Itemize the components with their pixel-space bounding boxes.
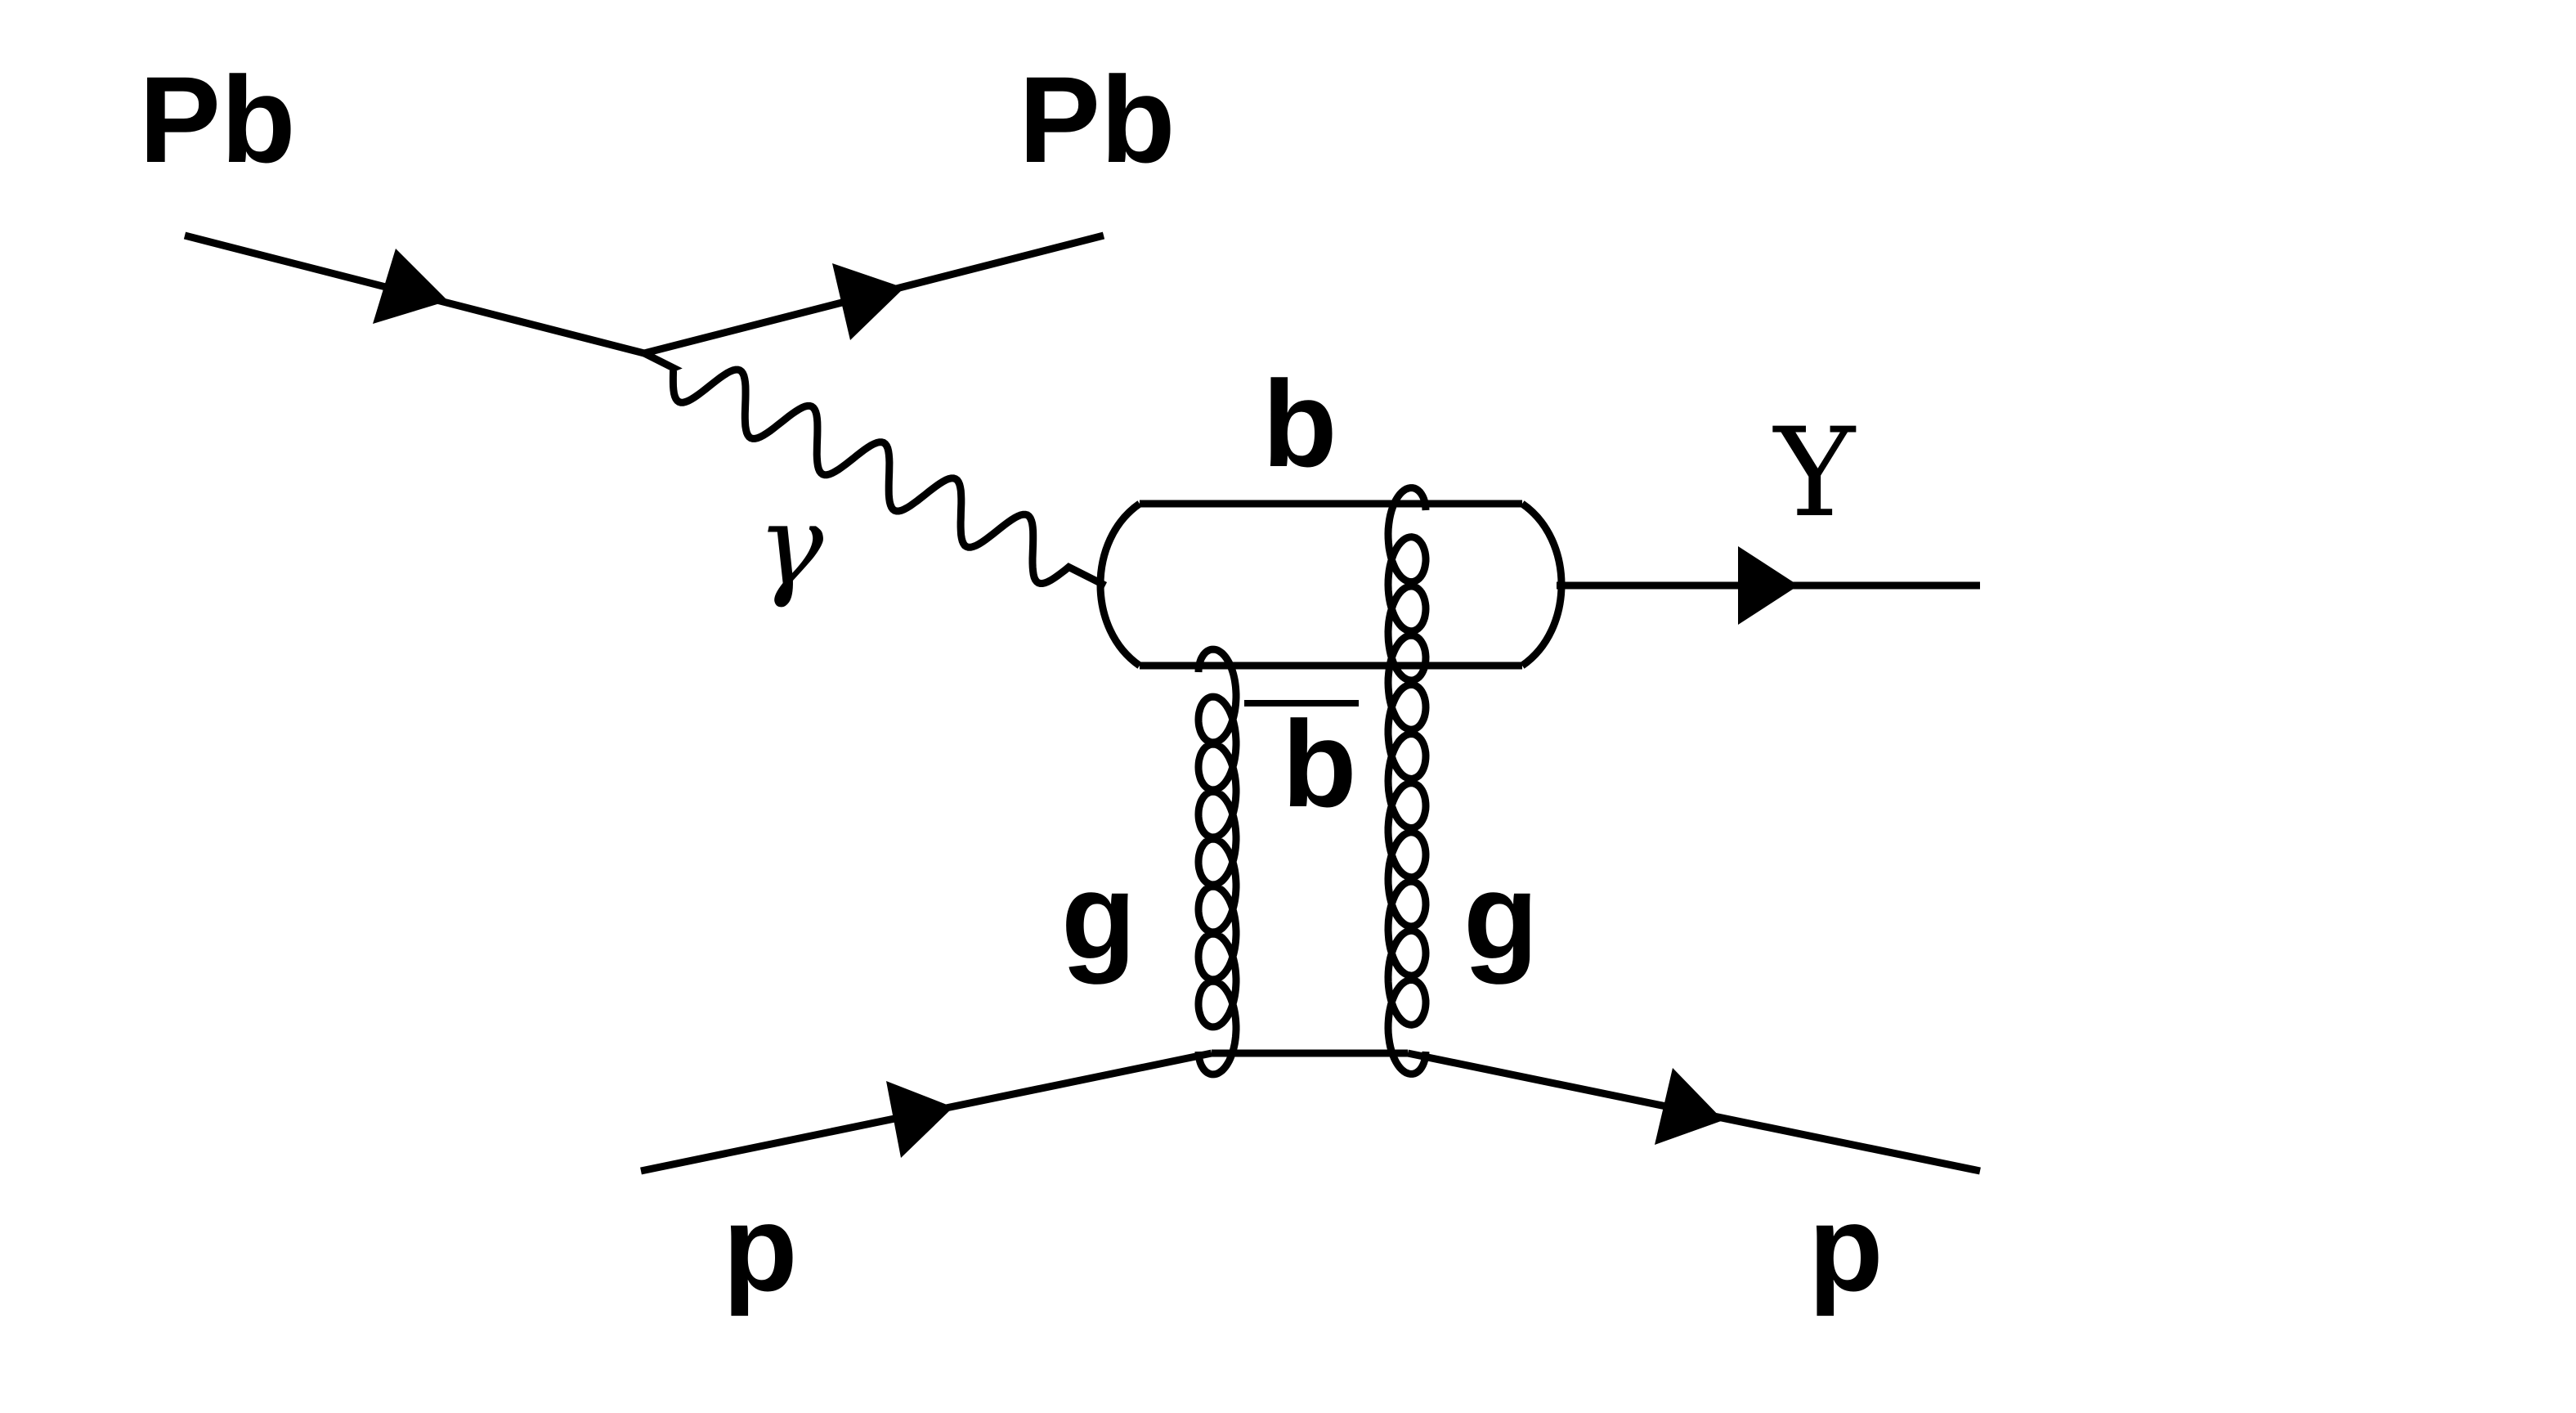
gluon-left [1194,645,1240,1079]
label-p-out: p [1808,1179,1884,1317]
p-outgoing-arrow [1655,1068,1723,1145]
loop-left-cap [1096,500,1142,669]
label-b-antiquark: b [1282,695,1357,832]
p-incoming-arrow [886,1081,953,1158]
label-b-quark: b [1262,355,1337,492]
pb-outgoing-arrow [832,263,904,340]
label-pb-in: Pb [139,51,296,188]
pb-line [183,231,1105,357]
label-gluon-left: g [1061,847,1136,985]
label-pb-out: Pb [1019,51,1176,188]
photon-wavy-line [642,349,1108,590]
upsilon-arrow [1738,546,1799,625]
loop-right-cap [1520,500,1566,669]
proton-line [640,1049,1981,1175]
label-p-in: p [723,1179,798,1317]
label-gamma: γ [757,482,824,611]
label-upsilon: Υ [1772,402,1857,545]
gluon-right [1384,484,1430,1078]
pb-incoming-arrow [373,249,448,324]
label-gluon-right: g [1463,847,1539,985]
b-bbar-loop [1096,500,1566,670]
